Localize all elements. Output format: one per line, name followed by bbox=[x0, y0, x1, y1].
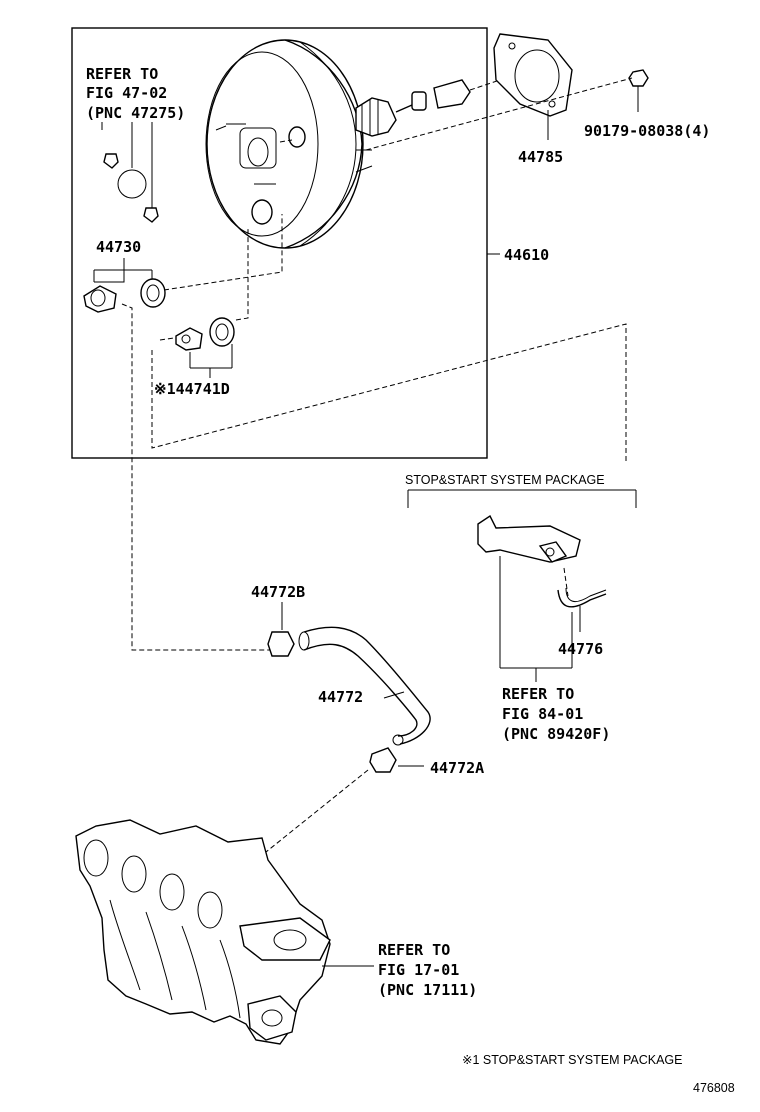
label-44772a: 44772A bbox=[430, 759, 484, 777]
svg-text:REFER TO: REFER TO bbox=[378, 941, 450, 959]
label-44730: 44730 bbox=[96, 238, 141, 256]
ref-line bbox=[279, 139, 293, 143]
refer-17-01: REFER TO FIG 17-01 (PNC 17111) bbox=[378, 941, 477, 999]
svg-text:REFER TO: REFER TO bbox=[502, 685, 574, 703]
intake-manifold bbox=[75, 819, 374, 1045]
footnote: ※1 STOP&START SYSTEM PACKAGE bbox=[462, 1053, 683, 1067]
label-44776: 44776 bbox=[558, 640, 603, 658]
label-44610: 44610 bbox=[504, 246, 549, 264]
clamp-44772b bbox=[267, 602, 295, 657]
ref-line bbox=[265, 769, 369, 853]
ref-line bbox=[235, 228, 249, 321]
refer-84-01: REFER TO FIG 84-01 (PNC 89420F) bbox=[502, 685, 610, 743]
svg-text:REFER TO: REFER TO bbox=[86, 65, 158, 83]
svg-text:FIG 17-01: FIG 17-01 bbox=[378, 961, 459, 979]
check-valve-44741d bbox=[175, 317, 235, 378]
hose-44776-inner bbox=[565, 587, 607, 603]
hose-44776 bbox=[557, 589, 607, 608]
svg-text:(PNC 47275): (PNC 47275) bbox=[86, 104, 185, 122]
check-valve-44730 bbox=[83, 258, 166, 313]
label-44772b: 44772B bbox=[251, 583, 305, 601]
svg-text:FIG 47-02: FIG 47-02 bbox=[86, 84, 167, 102]
refer-47-02: REFER TO FIG 47-02 (PNC 47275) bbox=[86, 65, 185, 122]
ref-line bbox=[159, 337, 175, 341]
brake-booster bbox=[205, 39, 471, 249]
svg-text:FIG 84-01: FIG 84-01 bbox=[502, 705, 583, 723]
nut-90179 bbox=[628, 69, 649, 112]
ref-line bbox=[365, 77, 633, 151]
ref-line bbox=[121, 303, 276, 651]
svg-text:(PNC 17111): (PNC 17111) bbox=[378, 981, 477, 999]
svg-text:(PNC 89420F): (PNC 89420F) bbox=[502, 725, 610, 743]
assembly-frame bbox=[71, 27, 488, 459]
vacuum-switch-bracket bbox=[477, 514, 581, 682]
ref-line bbox=[469, 79, 501, 91]
label-stopstart-package: STOP&START SYSTEM PACKAGE bbox=[405, 473, 605, 487]
diagram-id: 476808 bbox=[693, 1081, 735, 1095]
clamp-44772a bbox=[369, 747, 424, 773]
label-44772: 44772 bbox=[318, 688, 363, 706]
hose-44772 bbox=[298, 626, 431, 746]
ref-line bbox=[151, 323, 627, 462]
label-90179: 90179-08038(4) bbox=[584, 122, 710, 140]
gasket-44785 bbox=[493, 33, 573, 140]
label-44785: 44785 bbox=[518, 148, 563, 166]
label-44741d: ※144741D bbox=[154, 380, 230, 398]
check-valve-grommet-parts bbox=[101, 122, 227, 223]
